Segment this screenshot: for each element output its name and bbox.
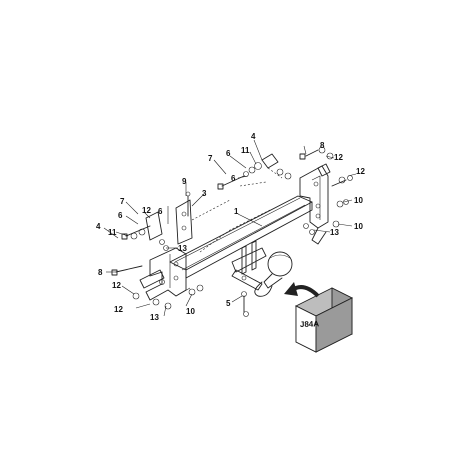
callout-4-left: 4 — [96, 222, 101, 231]
callout-10-bottom: 10 — [186, 307, 195, 316]
callout-6-left: 6 — [118, 211, 123, 220]
fasteners-top-right — [299, 146, 353, 235]
callout-13-bottom: 13 — [150, 313, 159, 322]
callout-13-right: 13 — [330, 228, 339, 237]
callout-11-left: 11 — [108, 228, 117, 237]
callout-10-right: 10 — [354, 196, 363, 205]
callout-6-mid: 6 — [231, 174, 236, 183]
leader-lines — [103, 139, 357, 317]
box-label: J84A — [300, 319, 320, 329]
fasteners-top-center — [217, 153, 292, 190]
callout-7-left: 7 — [120, 197, 125, 206]
main-crossbar — [169, 195, 313, 279]
callout-labels: 1 3 4 4 5 6 6 6 6 7 7 8 8 9 10 10 10 11 … — [96, 132, 365, 322]
callout-12-left: 12 — [142, 206, 151, 215]
callout-4-top: 4 — [251, 132, 256, 141]
callout-9: 9 — [182, 177, 187, 186]
fasteners-center-bottom — [241, 291, 249, 317]
callout-1: 1 — [234, 207, 239, 216]
left-side-bracket — [139, 247, 191, 301]
callout-3: 3 — [202, 189, 207, 198]
callout-12-lower-left: 12 — [112, 281, 121, 290]
tow-ball — [231, 251, 293, 297]
callout-10-right2: 10 — [354, 222, 363, 231]
callout-6-left2: 6 — [158, 207, 163, 216]
right-side-bracket — [299, 163, 331, 245]
mounting-plate — [175, 199, 231, 245]
electrical-kit-box: J84A — [294, 287, 354, 353]
callout-8-right: 8 — [320, 141, 325, 150]
callout-5: 5 — [226, 299, 231, 308]
fasteners-left — [111, 191, 204, 310]
callout-8-left: 8 — [98, 268, 103, 277]
callout-11-top: 11 — [241, 146, 250, 155]
callout-7-top: 7 — [208, 154, 213, 163]
callout-6-top: 6 — [226, 149, 231, 158]
callout-12-bottom-left: 12 — [114, 305, 123, 314]
callout-13-left: 13 — [178, 244, 187, 253]
callout-12-right: 12 — [334, 153, 343, 162]
callout-12-right2: 12 — [356, 167, 365, 176]
pointer-arrow — [284, 282, 320, 298]
